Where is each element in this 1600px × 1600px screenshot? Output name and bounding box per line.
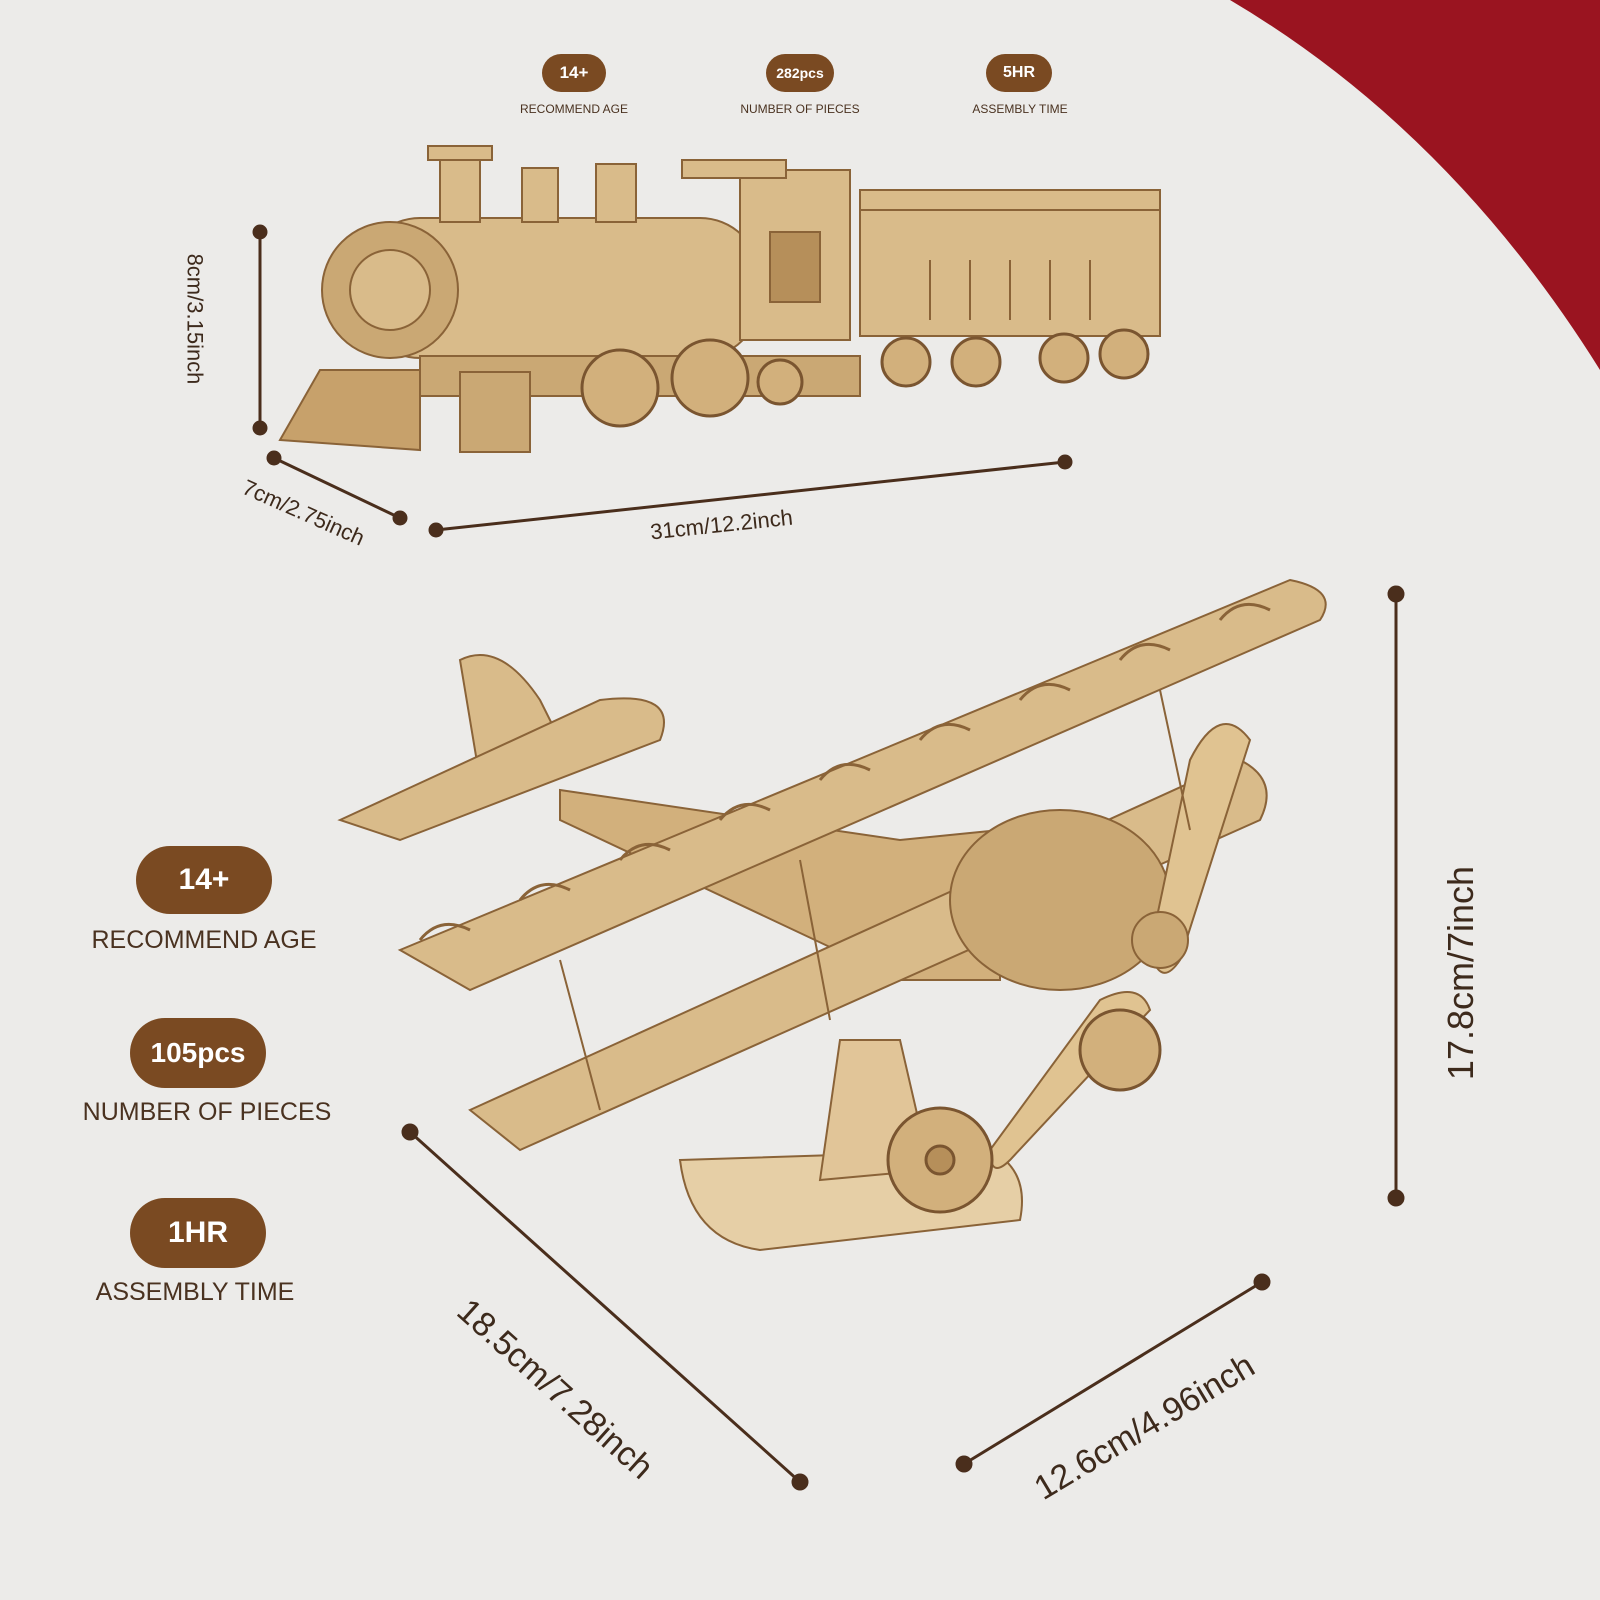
train-pieces-label: NUMBER OF PIECES	[740, 102, 860, 116]
plane-age-badge: 14+	[136, 846, 272, 914]
plane-age-label: RECOMMEND AGE	[91, 926, 317, 954]
train-pieces-badge: 282pcs	[766, 54, 834, 92]
plane-time-label: ASSEMBLY TIME	[95, 1278, 295, 1306]
plane-pieces-label: NUMBER OF PIECES	[82, 1098, 332, 1126]
train-time-label: ASSEMBLY TIME	[972, 102, 1068, 116]
plane-height-dimension: 17.8cm/7inch	[1440, 865, 1482, 1081]
plane-time-badge: 1HR	[130, 1198, 266, 1268]
train-time-badge: 5HR	[986, 54, 1052, 92]
train-age-label: RECOMMEND AGE	[519, 102, 628, 116]
train-age-badge: 14+	[542, 54, 606, 92]
plane-pieces-badge: 105pcs	[130, 1018, 266, 1088]
